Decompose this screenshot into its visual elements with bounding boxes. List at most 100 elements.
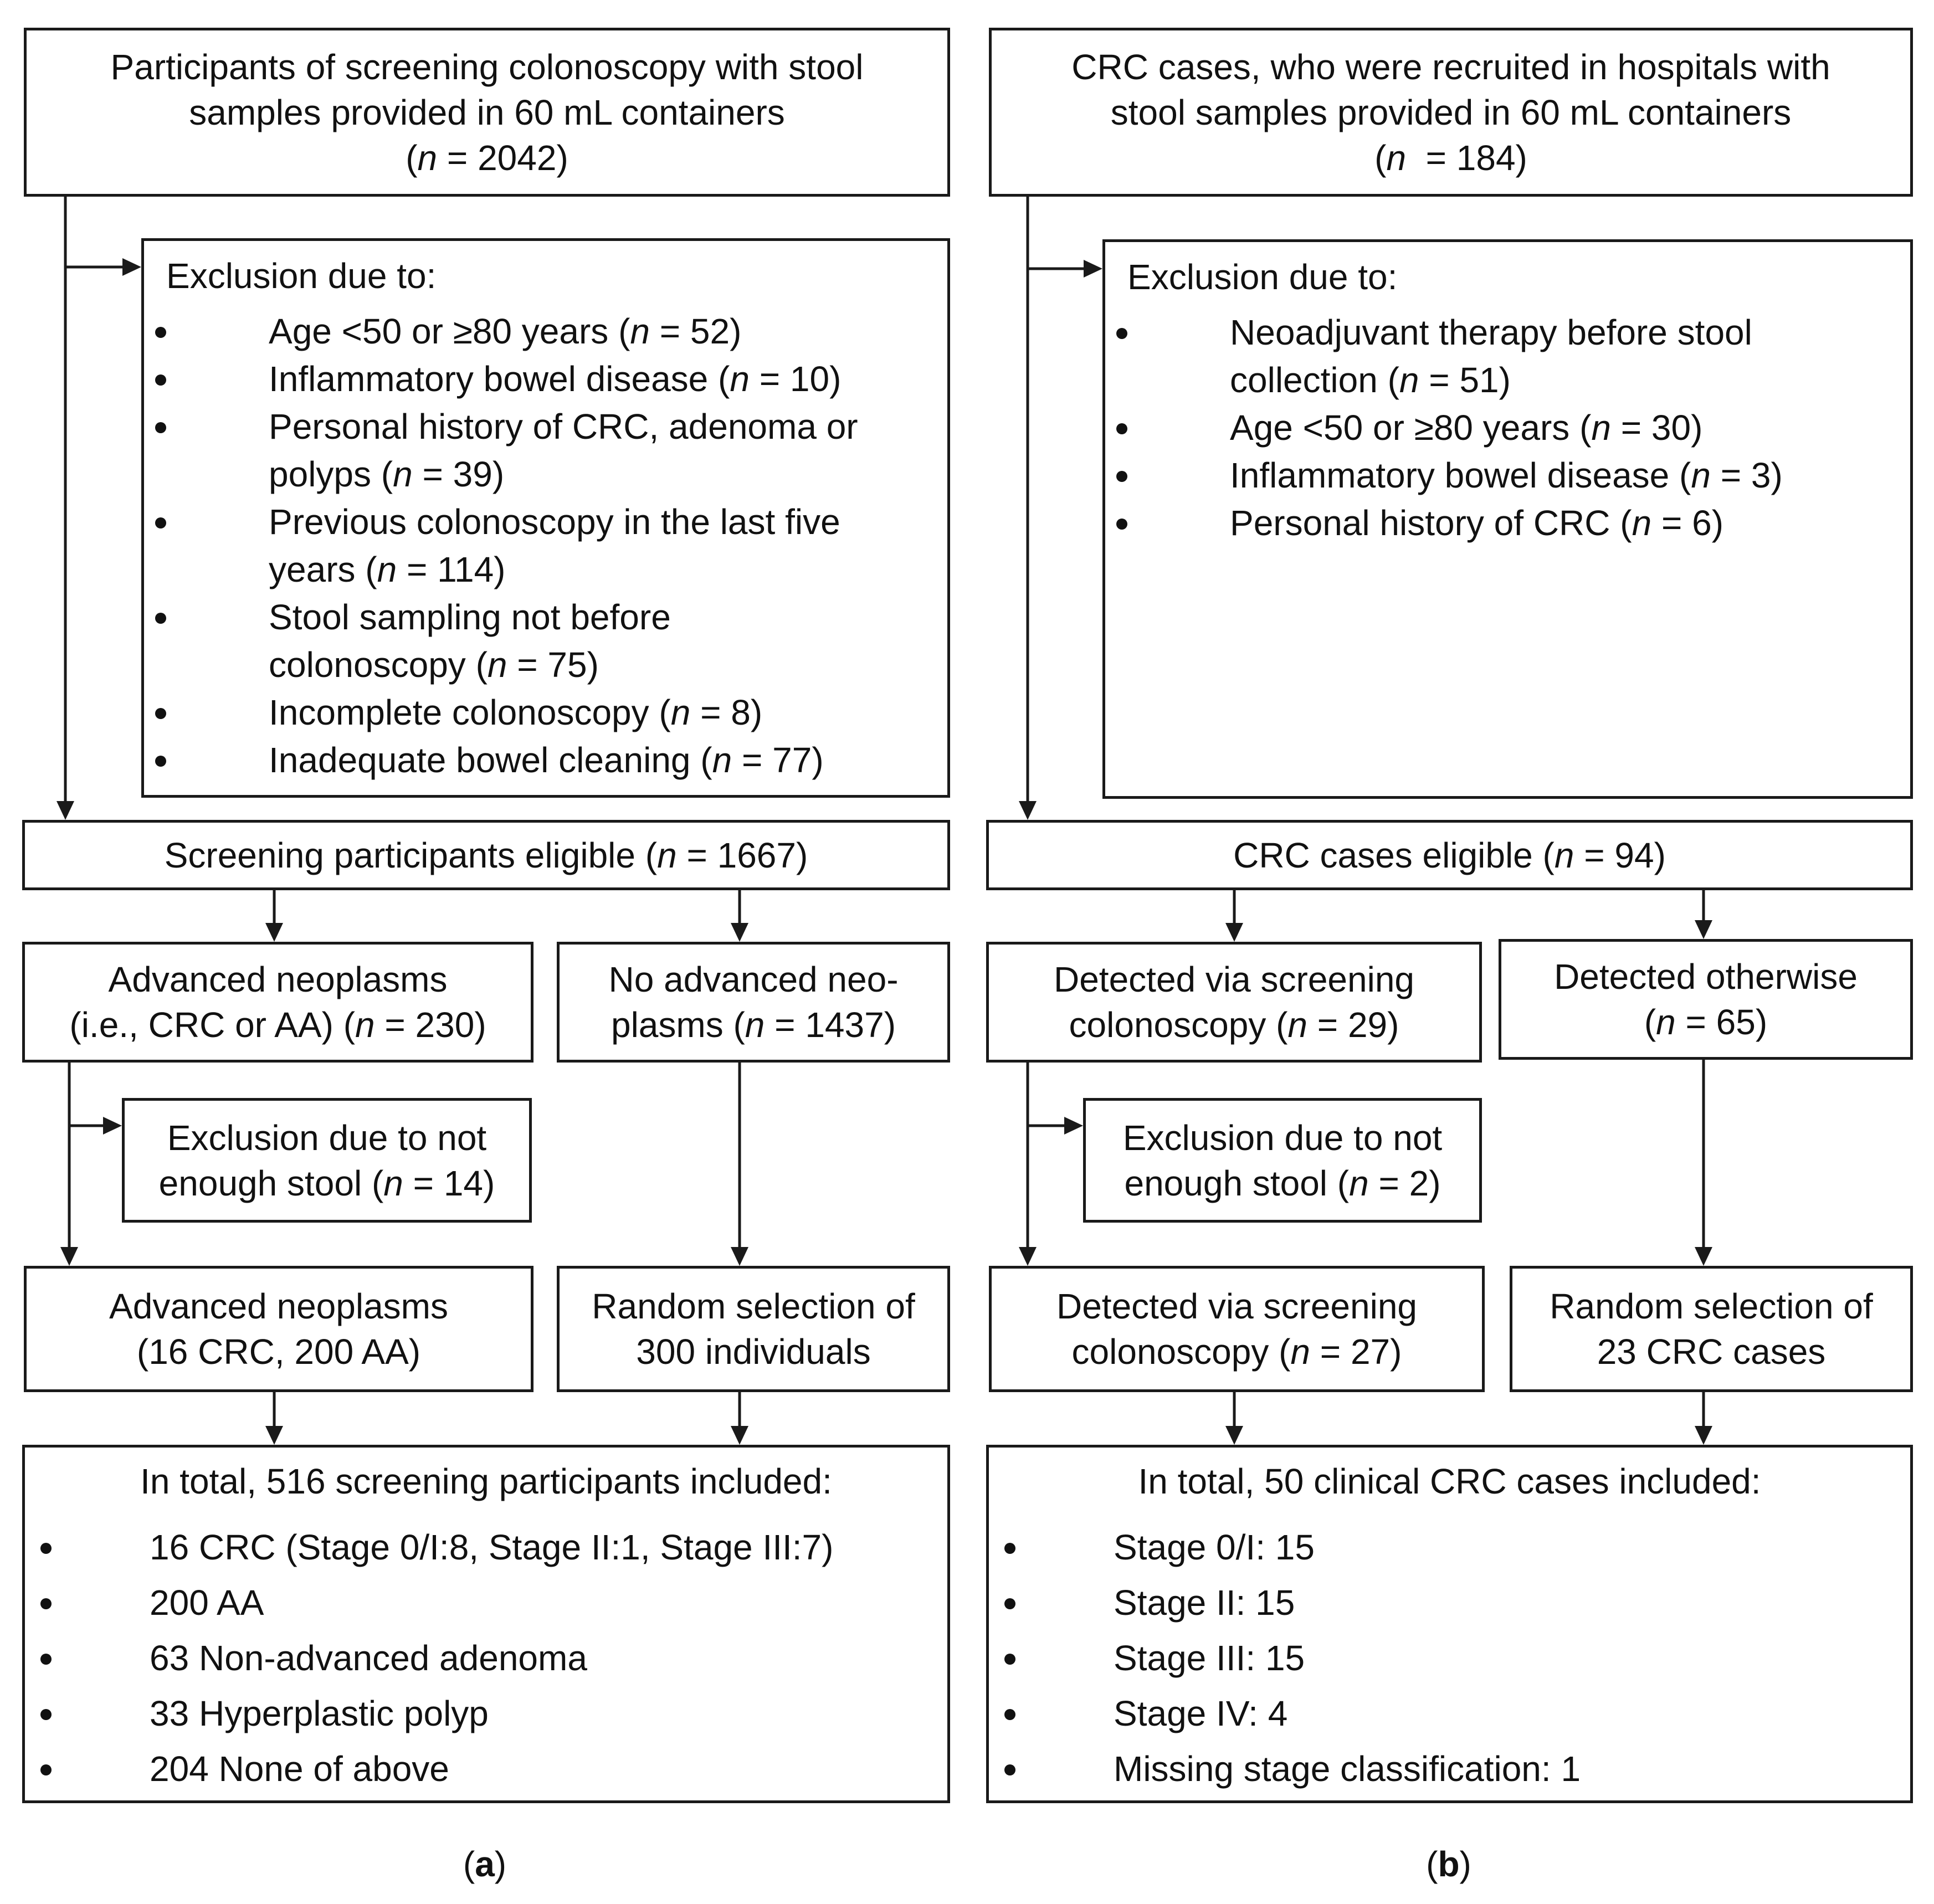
screening-total-list: 16 CRC (Stage 0/I:8, Stage II:1, Stage I… — [25, 1520, 947, 1797]
advanced-neoplasms-line-1: Advanced neoplasms — [108, 959, 448, 999]
arrowhead-down-icon — [1225, 923, 1243, 942]
crc-cases-n: 184 — [1456, 137, 1516, 178]
random-selection-individuals-line-2: 300 individuals — [636, 1332, 871, 1372]
bullet-icon — [1004, 1764, 1015, 1775]
bullet-icon — [40, 1764, 52, 1775]
total-item: Stage IV: 4 — [989, 1686, 1910, 1741]
crc-exclusion-list: Neoadjuvant therapy before stool collect… — [1105, 309, 1910, 547]
bullet-icon — [155, 756, 166, 767]
random-selection-individuals-box: Random selection of 300 individuals — [557, 1266, 950, 1392]
arrowhead-down-icon — [1695, 1426, 1712, 1445]
arrowhead-right-icon — [1064, 1117, 1083, 1135]
exclusion-item: Personal history of CRC, adenoma or poly… — [144, 403, 947, 498]
exclusion-item: Inflammatory bowel disease (n = 10) — [144, 355, 947, 403]
arrowhead-down-icon — [1695, 1247, 1712, 1266]
panel-label-a: (a) — [463, 1844, 507, 1884]
bullet-icon — [1116, 328, 1127, 339]
arrowhead-down-icon — [60, 1247, 78, 1266]
exclusion-item: Inflammatory bowel disease (n = 3) — [1105, 451, 1910, 499]
screening-participants-line-2: samples provided in 60 mL containers — [189, 92, 785, 132]
crc-cases-line-2: stool samples provided in 60 mL containe… — [1110, 92, 1792, 132]
arrowhead-down-icon — [57, 801, 74, 820]
crc-stool-exclusion-line-1: Exclusion due to not — [1122, 1117, 1443, 1158]
no-advanced-neoplasms-box: No advanced neo- plasms (n = 1437) — [557, 942, 950, 1063]
bullet-icon — [155, 613, 166, 624]
arrowhead-down-icon — [731, 1426, 748, 1445]
bullet-icon — [40, 1543, 52, 1554]
detected-screening-n: 29 — [1347, 1005, 1388, 1045]
total-item: 204 None of above — [25, 1741, 947, 1797]
advanced-neoplasms-n: 230 — [415, 1005, 475, 1045]
arrowhead-down-icon — [1225, 1426, 1243, 1445]
random-selection-crc-box: Random selection of 23 CRC cases — [1510, 1266, 1913, 1392]
bullet-icon — [1004, 1598, 1015, 1609]
random-selection-individuals-line-1: Random selection of — [592, 1286, 915, 1326]
total-item: 33 Hyperplastic polyp — [25, 1686, 947, 1741]
total-item: 63 Non-advanced adenoma — [25, 1630, 947, 1686]
screening-exclusion-box: Exclusion due to: Age <50 or ≥80 years (… — [141, 238, 950, 798]
detected-screening-final-line-1: Detected via screening — [1056, 1286, 1418, 1326]
arrowhead-down-icon — [265, 923, 283, 942]
total-item: Stage 0/I: 15 — [989, 1520, 1910, 1575]
total-item: 200 AA — [25, 1575, 947, 1630]
advanced-neoplasms-box: Advanced neoplasms (i.e., CRC or AA) (n … — [22, 942, 533, 1063]
crc-stool-exclusion-n: 2 — [1409, 1163, 1429, 1203]
total-item: 16 CRC (Stage 0/I:8, Stage II:1, Stage I… — [25, 1520, 947, 1575]
exclusion-item: Previous colonoscopy in the last five ye… — [144, 498, 947, 593]
screening-eligible-box: Screening participants eligible (n = 166… — [22, 820, 950, 890]
crc-exclusion-title: Exclusion due to: — [1127, 257, 1398, 297]
arrowhead-right-icon — [103, 1117, 122, 1135]
total-item: Missing stage classification: 1 — [989, 1741, 1910, 1797]
arrowhead-down-icon — [1019, 801, 1037, 820]
crc-eligible-box: CRC cases eligible (n = 94) — [986, 820, 1913, 890]
random-selection-crc-line-2: 23 CRC cases — [1597, 1332, 1826, 1372]
detected-screening-box: Detected via screening colonoscopy (n = … — [986, 942, 1482, 1063]
exclusion-item: Age <50 or ≥80 years (n = 52) — [144, 307, 947, 355]
total-item: Stage III: 15 — [989, 1630, 1910, 1686]
bullet-icon — [40, 1598, 52, 1609]
screening-exclusion-list: Age <50 or ≥80 years (n = 52)Inflammator… — [144, 307, 947, 784]
exclusion-item: Stool sampling not before colonoscopy (n… — [144, 593, 947, 689]
arrowhead-right-icon — [1084, 260, 1102, 278]
crc-total-title: In total, 50 clinical CRC cases included… — [1138, 1461, 1761, 1501]
crc-stool-exclusion-box: Exclusion due to not enough stool (n = 2… — [1083, 1098, 1482, 1223]
bullet-icon — [155, 327, 166, 338]
detected-screening-line-1: Detected via screening — [1053, 959, 1415, 999]
crc-exclusion-box: Exclusion due to: Neoadjuvant therapy be… — [1102, 239, 1913, 799]
arrowhead-down-icon — [265, 1426, 283, 1445]
bullet-icon — [1004, 1654, 1015, 1665]
panel-label-b: (b) — [1426, 1844, 1471, 1884]
arrowhead-right-icon — [122, 258, 141, 276]
exclusion-item: Neoadjuvant therapy before stool collect… — [1105, 309, 1910, 404]
screening-stool-exclusion-box: Exclusion due to not enough stool (n = 1… — [122, 1098, 532, 1223]
arrowhead-down-icon — [1019, 1247, 1037, 1266]
screening-exclusion-title: Exclusion due to: — [166, 256, 437, 296]
bullet-icon — [155, 374, 166, 386]
screening-eligible-n: 1667 — [717, 835, 796, 875]
screening-total-title: In total, 516 screening participants inc… — [140, 1461, 832, 1501]
arrowhead-down-icon — [731, 923, 748, 942]
advanced-neoplasms-final-line-1: Advanced neoplasms — [109, 1286, 448, 1326]
exclusion-item: Personal history of CRC (n = 6) — [1105, 499, 1910, 547]
arrowhead-down-icon — [1695, 920, 1712, 939]
screening-participants-line-1: Participants of screening colonoscopy wi… — [110, 47, 864, 87]
exclusion-item: Inadequate bowel cleaning (n = 77) — [144, 736, 947, 784]
no-advanced-neoplasms-n: 1437 — [805, 1005, 884, 1045]
bullet-icon — [155, 708, 166, 719]
total-item: Stage II: 15 — [989, 1575, 1910, 1630]
bullet-icon — [40, 1654, 52, 1665]
bullet-icon — [40, 1709, 52, 1720]
bullet-icon — [1116, 423, 1127, 434]
screening-stool-exclusion-line-1: Exclusion due to not — [167, 1117, 487, 1158]
no-advanced-neoplasms-line-1: No advanced neo- — [608, 959, 899, 999]
advanced-neoplasms-final-box: Advanced neoplasms (16 CRC, 200 AA) — [24, 1266, 533, 1392]
bullet-icon — [155, 422, 166, 433]
detected-otherwise-line-1: Detected otherwise — [1554, 957, 1858, 997]
detected-otherwise-box: Detected otherwise (n = 65) — [1499, 939, 1913, 1060]
screening-total-box: In total, 516 screening participants inc… — [22, 1445, 950, 1803]
bullet-icon — [1116, 471, 1127, 482]
crc-eligible-n: 94 — [1614, 835, 1654, 875]
